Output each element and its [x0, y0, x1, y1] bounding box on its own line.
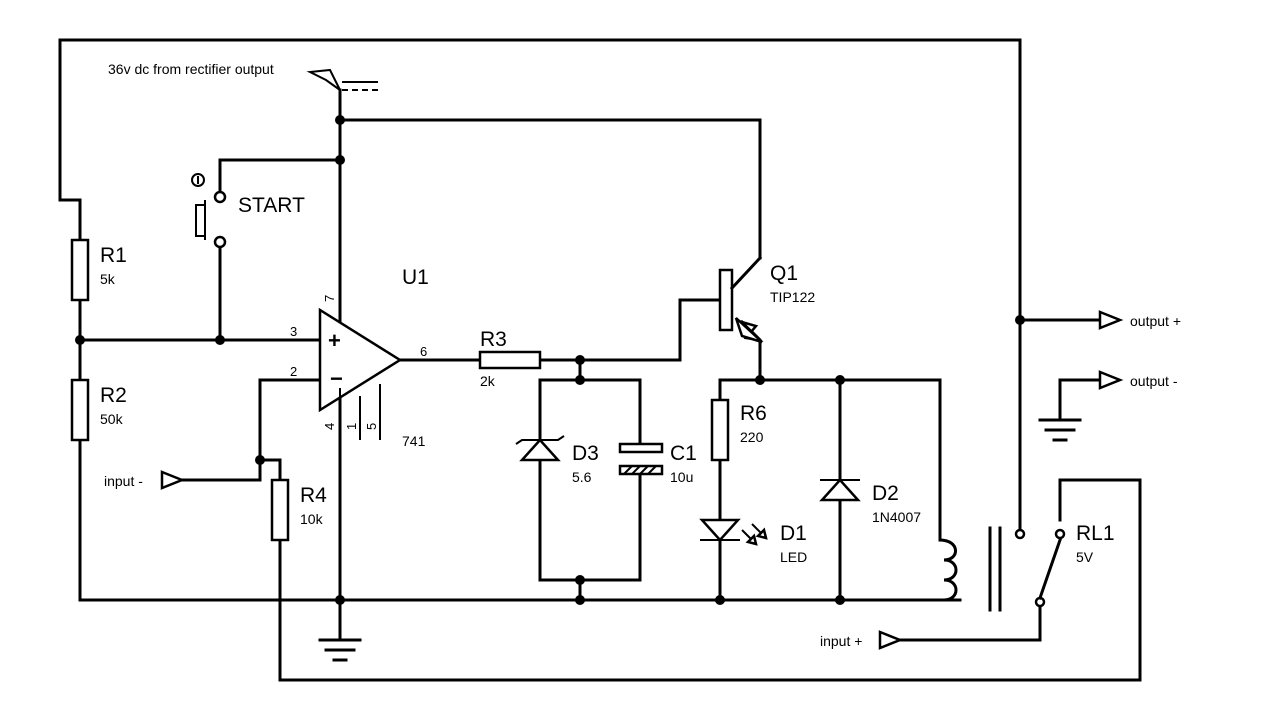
r3-value: 2k [480, 373, 496, 389]
resistor-r2: R2 50k [70, 378, 127, 442]
input-minus-label: input - [104, 473, 143, 489]
resistor-r4: R4 10k [270, 478, 327, 542]
d2-value: 1N4007 [872, 509, 921, 525]
output-plus-label: output + [1130, 313, 1181, 329]
r1-value: 5k [100, 271, 116, 287]
pin-3: 3 [290, 324, 297, 339]
pin-7: 7 [322, 295, 337, 302]
dc-supply-symbol: 36v dc from rectifier output [108, 61, 378, 91]
port-output-plus: output + [1098, 310, 1181, 330]
port-output-minus: output - [1098, 370, 1178, 390]
opamp-u1: + − U1 741 7 3 2 6 4 1 5 [290, 266, 429, 449]
resistor-r6: R6 220 [710, 398, 767, 462]
opamp-ref: U1 [402, 266, 429, 289]
c1-ref: C1 [670, 442, 697, 465]
r3-ref: R3 [480, 328, 507, 351]
supply-label: 36v dc from rectifier output [108, 61, 274, 77]
r4-value: 10k [300, 511, 324, 527]
d3-value: 5.6 [572, 469, 592, 485]
resistor-r3: R3 2k [478, 328, 542, 389]
pin-4: 4 [322, 423, 337, 430]
junction-dots [75, 115, 1025, 605]
q1-value: TIP122 [770, 289, 815, 305]
port-input-minus: input - [104, 470, 186, 490]
capacitor-c1: C1 10u [618, 442, 697, 485]
input-plus-label: input + [820, 633, 862, 649]
d2-ref: D2 [872, 482, 899, 505]
r2-value: 50k [100, 411, 124, 427]
r6-ref: R6 [740, 402, 767, 425]
start-switch: START [191, 173, 305, 249]
rl1-value: 5V [1076, 549, 1094, 565]
d3-ref: D3 [572, 442, 599, 465]
led-d1: D1 LED [699, 518, 807, 565]
relay-rl1: RL1 5V [938, 522, 1115, 612]
d1-ref: D1 [780, 522, 807, 545]
pin-1: 1 [344, 423, 359, 430]
pin-5: 5 [364, 423, 379, 430]
pin-2: 2 [290, 364, 297, 379]
diode-d2: D2 1N4007 [819, 478, 921, 525]
c1-value: 10u [670, 469, 693, 485]
opamp-plus: + [328, 328, 341, 353]
d1-value: LED [780, 549, 807, 565]
q1-ref: Q1 [770, 262, 798, 285]
output-minus-label: output - [1130, 373, 1178, 389]
ground-icon [318, 638, 362, 662]
zener-d3: D3 5.6 [515, 435, 599, 485]
transistor-q1: Q1 TIP122 [718, 255, 815, 344]
rl1-ref: RL1 [1076, 522, 1115, 545]
r1-ref: R1 [100, 244, 127, 267]
r6-value: 220 [740, 429, 764, 445]
r2-ref: R2 [100, 384, 127, 407]
opamp-minus: − [330, 366, 343, 391]
r4-ref: R4 [300, 484, 327, 507]
wires [58, 38, 1142, 682]
resistor-r1: R1 5k [70, 238, 127, 302]
ground-icon-output [1038, 418, 1082, 442]
opamp-model: 741 [402, 433, 426, 449]
port-input-plus: input + [820, 630, 904, 650]
switch-label: START [238, 194, 305, 217]
pin-6: 6 [420, 344, 427, 359]
